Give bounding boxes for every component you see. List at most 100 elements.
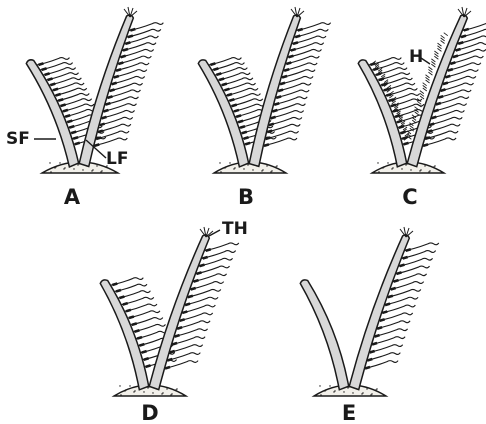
seta-base — [394, 280, 399, 282]
seta-base — [388, 296, 393, 298]
seta-base — [139, 344, 144, 346]
seta-base — [102, 117, 107, 119]
seta-base — [170, 351, 175, 353]
seta-base — [291, 49, 296, 51]
stipple-dot — [428, 171, 429, 172]
seta-base — [121, 56, 126, 58]
seta-base — [75, 143, 80, 145]
stipple-dot — [391, 168, 392, 169]
terminal-hair-tuft — [458, 7, 471, 17]
seta-base — [427, 130, 432, 132]
stipple-dot — [387, 162, 388, 163]
seta-base — [110, 90, 115, 92]
stipple-dot — [401, 168, 402, 169]
stipple-dot — [143, 391, 144, 392]
seta-base — [267, 131, 272, 133]
stipple-dot — [161, 393, 162, 394]
stipple-dot — [405, 164, 406, 165]
stipple-dot — [243, 168, 244, 169]
stipple-dot — [410, 169, 411, 170]
seta-base — [377, 327, 382, 329]
seta-base — [222, 84, 227, 86]
annotation-h: H — [409, 47, 423, 67]
stipple-dot — [50, 171, 51, 172]
stipple-dot — [224, 167, 225, 168]
stipple-dot — [96, 165, 97, 166]
terminal-hair-tuft — [124, 7, 137, 17]
seta-base — [244, 137, 249, 139]
seta-base — [276, 96, 281, 98]
seta-base — [130, 29, 135, 31]
seta-base — [431, 117, 436, 119]
stipple-dot — [54, 167, 55, 168]
seta-base — [382, 311, 387, 313]
long-filament — [349, 235, 409, 390]
stipple-dot — [233, 168, 234, 169]
stipple-dot — [166, 388, 167, 389]
gill-panel-b — [198, 7, 330, 173]
seta-base — [188, 296, 193, 298]
seta-base — [406, 249, 411, 251]
seta-base — [372, 343, 377, 345]
stipple-dot — [162, 392, 163, 393]
seta-base — [107, 96, 112, 98]
seta-base — [200, 265, 205, 267]
seta-base — [242, 132, 247, 134]
stipple-dot — [119, 385, 120, 386]
stipple-dot — [324, 390, 325, 391]
stipple-dot — [229, 162, 230, 163]
seta-base — [67, 121, 72, 123]
seta-base — [203, 257, 208, 259]
short-filament — [26, 60, 78, 167]
stipple-dot — [352, 392, 353, 393]
panel-label-b: B — [238, 185, 254, 209]
stipple-dot — [366, 388, 367, 389]
stipple-dot — [171, 393, 172, 394]
gill-panel-e — [300, 227, 439, 396]
stipple-dot — [329, 385, 330, 386]
stipple-dot — [100, 171, 101, 172]
seta-base — [112, 83, 117, 85]
seta-base — [448, 69, 453, 71]
stipple-dot — [133, 391, 134, 392]
stipple-dot — [325, 389, 326, 390]
gill-panel-c — [358, 7, 486, 173]
stipple-dot — [225, 166, 226, 167]
seta-base — [63, 110, 68, 112]
stipple-dot — [220, 171, 221, 172]
stipple-dot — [320, 394, 321, 395]
seta-base — [175, 335, 180, 337]
seta-base — [436, 103, 441, 105]
seta-base — [134, 330, 139, 332]
panel-label-e: E — [342, 401, 356, 424]
seta — [204, 58, 241, 66]
seta-base — [114, 76, 119, 78]
stipple-dot — [64, 167, 65, 168]
seta-base — [116, 69, 121, 71]
gill-panel-d — [100, 227, 239, 396]
seta-base — [370, 351, 375, 353]
seta-base — [367, 359, 372, 361]
stipple-dot — [101, 170, 102, 171]
seta-base — [165, 367, 170, 369]
seta-base — [443, 83, 448, 85]
seta-base — [395, 115, 400, 117]
stipple-dot — [92, 169, 93, 170]
seta-base — [182, 311, 187, 313]
seta-base — [125, 42, 130, 44]
stipple-dot — [362, 392, 363, 393]
seta-base — [112, 283, 117, 285]
seta-base — [288, 56, 293, 58]
seta-base — [245, 143, 250, 145]
seta-base — [219, 78, 224, 80]
seta-base — [269, 124, 274, 126]
seta-base — [232, 105, 237, 107]
seta-base — [227, 94, 232, 96]
stipple-dot — [170, 394, 171, 395]
seta-base — [365, 367, 370, 369]
seta-base — [216, 73, 221, 75]
seta-base — [284, 69, 289, 71]
seta-base — [375, 335, 380, 337]
seta-base — [38, 63, 43, 65]
